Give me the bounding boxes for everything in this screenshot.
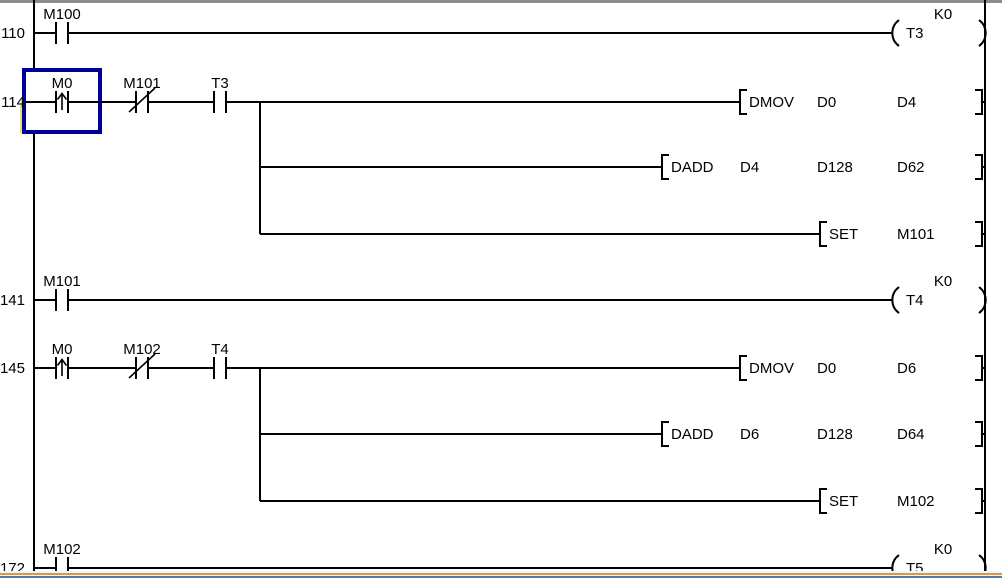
contact-label[interactable]: T3 — [211, 75, 229, 92]
preset-label[interactable]: K0 — [933, 541, 953, 558]
contact-label[interactable]: M100 — [43, 6, 81, 23]
instruction-mnemonic[interactable]: DMOV — [749, 94, 794, 111]
coil-label[interactable]: T3 — [906, 25, 924, 42]
instruction-operand[interactable]: D6 — [740, 426, 760, 443]
coil-right-paren-icon — [978, 19, 987, 47]
coil-left-paren-icon — [891, 286, 900, 314]
preset-label[interactable]: K0 — [933, 6, 953, 23]
instruction-mnemonic[interactable]: SET — [829, 226, 859, 243]
instruction-operand[interactable]: D128 — [817, 426, 853, 443]
rising-edge-arrow-icon — [56, 358, 68, 376]
contact-label[interactable]: M102 — [123, 341, 161, 358]
nc-slash-icon — [128, 353, 156, 379]
contact-label[interactable]: M0 — [51, 75, 73, 92]
instruction-mnemonic[interactable]: DADD — [671, 159, 714, 176]
contact-label[interactable]: M101 — [43, 273, 81, 290]
rung-141-coil[interactable] — [891, 286, 987, 314]
coil-left-paren-icon — [891, 554, 900, 578]
nc-contact-icon[interactable] — [135, 357, 149, 379]
no-contact-icon[interactable] — [55, 289, 69, 311]
instruction-operand[interactable]: D4 — [740, 159, 760, 176]
instruction-operand[interactable]: D6 — [897, 360, 917, 377]
coil-right-paren-icon — [978, 286, 987, 314]
contact-label[interactable]: T4 — [211, 341, 229, 358]
instruction-bracket-dadd[interactable] — [661, 421, 985, 447]
instruction-operand[interactable]: D4 — [897, 94, 917, 111]
coil-left-paren-icon — [891, 19, 900, 47]
rising-edge-arrow-icon — [56, 92, 68, 110]
instruction-operand[interactable]: D64 — [897, 426, 925, 443]
instruction-bracket-dadd[interactable] — [661, 154, 985, 180]
branch-wire — [259, 102, 820, 235]
rising-edge-contact-icon[interactable] — [55, 357, 69, 379]
rung-141 — [34, 289, 892, 311]
contact-label[interactable]: M101 — [123, 75, 161, 92]
coil-label[interactable]: T4 — [906, 292, 924, 309]
instruction-operand[interactable]: D128 — [817, 159, 853, 176]
bottom-border-tan-line — [0, 573, 1002, 575]
nc-contact-icon[interactable] — [135, 91, 149, 113]
instruction-bracket-dmov[interactable] — [739, 89, 985, 115]
step-number: 141 — [0, 292, 25, 309]
instruction-bracket-set[interactable] — [819, 221, 985, 247]
rung-172-coil[interactable] — [891, 554, 987, 578]
no-contact-icon[interactable] — [213, 357, 227, 379]
step-number: 114 — [1, 94, 25, 111]
instruction-mnemonic[interactable]: DADD — [671, 426, 714, 443]
window-top-border — [0, 0, 1002, 3]
instruction-bracket-set[interactable] — [819, 488, 985, 514]
instruction-operand[interactable]: D62 — [897, 159, 925, 176]
contact-label[interactable]: M102 — [43, 541, 81, 558]
step-number: 110 — [1, 25, 25, 42]
rung-110 — [34, 22, 892, 44]
rung-114 — [26, 87, 985, 247]
rising-edge-contact-icon[interactable] — [55, 91, 69, 113]
rung-110-coil[interactable] — [891, 19, 987, 47]
preset-label[interactable]: K0 — [933, 273, 953, 290]
rung-145 — [34, 353, 985, 514]
instruction-operand[interactable]: M101 — [897, 226, 935, 243]
no-contact-icon[interactable] — [213, 91, 227, 113]
instruction-mnemonic[interactable]: SET — [829, 493, 859, 510]
coil-right-paren-icon — [978, 554, 987, 578]
instruction-mnemonic[interactable]: DMOV — [749, 360, 794, 377]
instruction-bracket-dmov[interactable] — [739, 355, 985, 381]
contact-label[interactable]: M0 — [51, 341, 73, 358]
step-number: 145 — [0, 360, 25, 377]
branch-wire — [259, 368, 820, 502]
window-bottom-border — [0, 571, 1002, 578]
bottom-border-blue-line — [0, 576, 1002, 578]
no-contact-icon[interactable] — [55, 22, 69, 44]
instruction-operand[interactable]: D0 — [817, 360, 837, 377]
instruction-operand[interactable]: M102 — [897, 493, 935, 510]
instruction-operand[interactable]: D0 — [817, 94, 837, 111]
nc-slash-icon — [128, 87, 156, 113]
